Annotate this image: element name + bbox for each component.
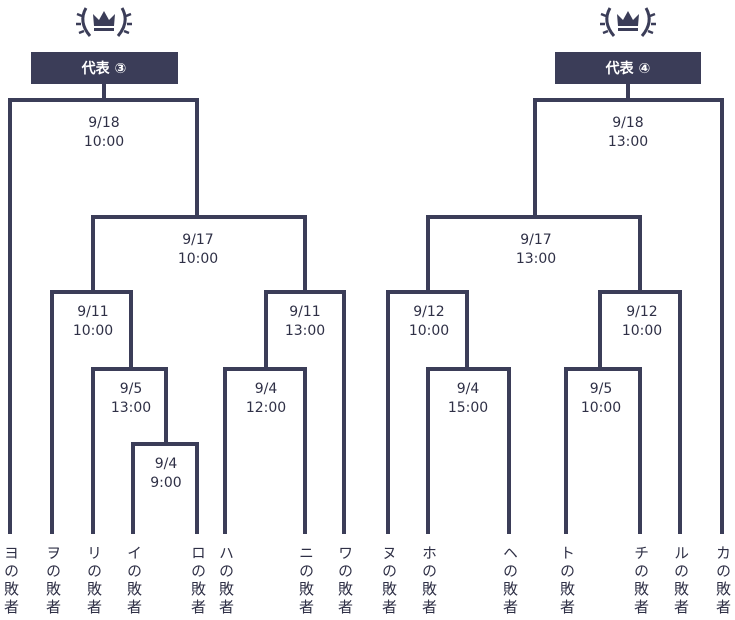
- match-label: 9/17 10:00: [178, 232, 218, 267]
- team-label: ヲの敗者: [44, 545, 62, 617]
- match-label: 9/12 10:00: [622, 304, 662, 339]
- svg-text:9/4: 9/4: [255, 381, 278, 397]
- match-label: 9/17 13:00: [516, 232, 556, 267]
- bracket-4-lines: [386, 82, 724, 534]
- match-label: 9/5 10:00: [581, 381, 621, 416]
- bracket-3-lines: [8, 82, 346, 534]
- svg-text:9/12: 9/12: [626, 304, 657, 320]
- svg-text:10:00: 10:00: [73, 323, 113, 339]
- match-label: 9/18 13:00: [608, 115, 648, 150]
- team-label: リの敗者: [85, 545, 103, 617]
- svg-text:10:00: 10:00: [409, 323, 449, 339]
- team-label: ワの敗者: [336, 545, 354, 617]
- svg-text:10:00: 10:00: [581, 400, 621, 416]
- team-label: ハの敗者: [217, 545, 235, 617]
- team-label: ニの敗者: [297, 545, 315, 617]
- svg-text:9/17: 9/17: [182, 232, 213, 248]
- bracket-4-title: 代表 ④: [605, 60, 651, 77]
- svg-text:9/4: 9/4: [155, 456, 178, 472]
- team-label: ヌの敗者: [380, 545, 398, 617]
- svg-text:9/5: 9/5: [590, 381, 613, 397]
- match-label: 9/4 15:00: [448, 381, 488, 416]
- bracket-3-title: 代表 ③: [81, 60, 127, 77]
- svg-text:9/11: 9/11: [77, 304, 108, 320]
- team-label: ホの敗者: [420, 545, 438, 617]
- svg-text:9/5: 9/5: [120, 381, 143, 397]
- svg-text:9:00: 9:00: [150, 475, 181, 491]
- svg-text:9/12: 9/12: [413, 304, 444, 320]
- svg-text:9/18: 9/18: [612, 115, 643, 131]
- match-label: 9/18 10:00: [84, 115, 124, 150]
- svg-text:9/17: 9/17: [520, 232, 551, 248]
- match-label: 9/11 10:00: [73, 304, 113, 339]
- crown-laurel-icon: [76, 7, 132, 37]
- team-label: チの敗者: [632, 545, 650, 617]
- match-label: 9/4 12:00: [246, 381, 286, 416]
- match-label: 9/5 13:00: [111, 381, 151, 416]
- svg-text:10:00: 10:00: [622, 323, 662, 339]
- svg-text:9/18: 9/18: [88, 115, 119, 131]
- match-label: 9/11 13:00: [285, 304, 325, 339]
- svg-text:9/11: 9/11: [289, 304, 320, 320]
- bracket-4-title-box: [555, 52, 701, 84]
- svg-text:13:00: 13:00: [285, 323, 325, 339]
- team-label: ヘの敗者: [501, 545, 519, 617]
- team-label: イの敗者: [125, 545, 143, 617]
- svg-text:13:00: 13:00: [608, 134, 648, 150]
- crown-laurel-icon: [600, 7, 656, 37]
- bracket-3-title-box: [31, 52, 178, 84]
- svg-text:12:00: 12:00: [246, 400, 286, 416]
- svg-text:13:00: 13:00: [516, 251, 556, 267]
- svg-text:10:00: 10:00: [84, 134, 124, 150]
- team-label: カの敗者: [714, 545, 732, 617]
- team-label: ルの敗者: [672, 545, 690, 617]
- svg-text:15:00: 15:00: [448, 400, 488, 416]
- svg-text:13:00: 13:00: [111, 400, 151, 416]
- svg-text:10:00: 10:00: [178, 251, 218, 267]
- team-label: ロの敗者: [189, 545, 207, 617]
- match-label: 9/4 9:00: [150, 456, 181, 491]
- svg-text:9/4: 9/4: [457, 381, 480, 397]
- match-label: 9/12 10:00: [409, 304, 449, 339]
- team-label: トの敗者: [558, 545, 576, 617]
- team-label: ヨの敗者: [2, 545, 20, 617]
